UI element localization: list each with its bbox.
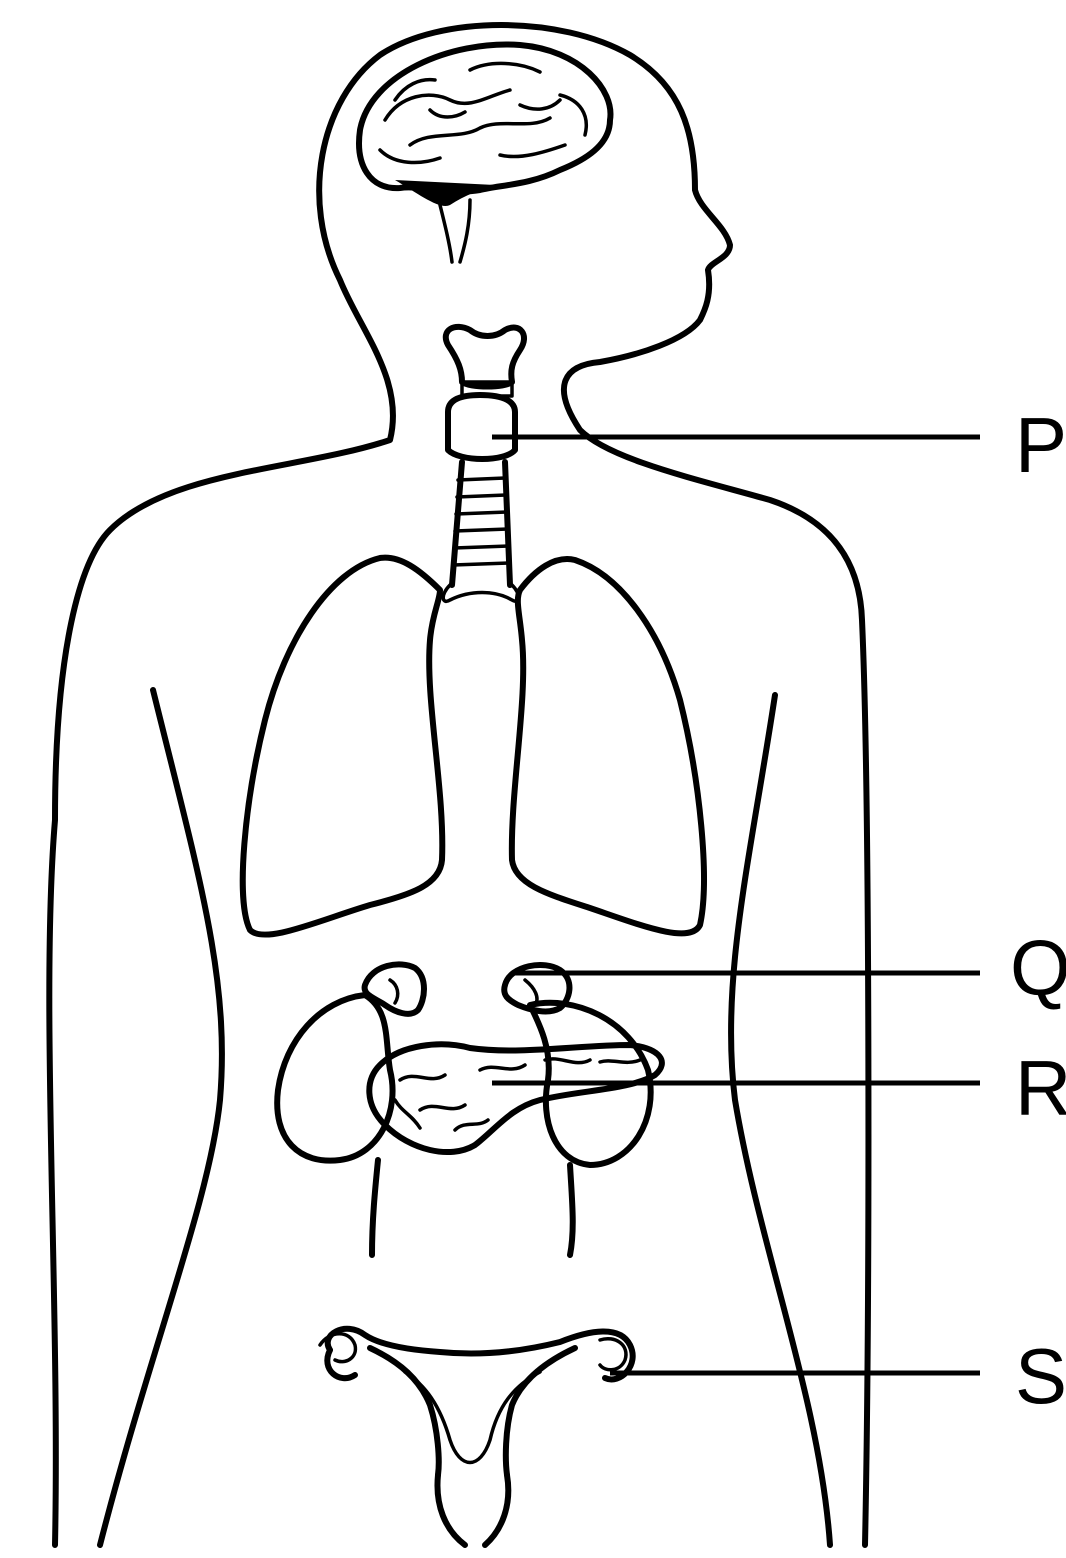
brain-icon	[359, 45, 610, 262]
ureters	[372, 1160, 573, 1255]
label-q: Q	[1010, 929, 1066, 1007]
left-side-curve	[100, 690, 222, 1545]
trachea	[443, 462, 519, 601]
right-side-curve	[731, 695, 830, 1545]
left-kidney	[277, 995, 392, 1161]
left-lung	[243, 558, 443, 935]
label-r: R	[1015, 1049, 1066, 1127]
pancreas	[369, 1044, 662, 1152]
label-p: P	[1015, 406, 1066, 484]
right-lung	[512, 559, 704, 933]
uterus-ovaries	[320, 1329, 633, 1545]
body-outline	[49, 25, 868, 1545]
label-s: S	[1015, 1337, 1066, 1415]
